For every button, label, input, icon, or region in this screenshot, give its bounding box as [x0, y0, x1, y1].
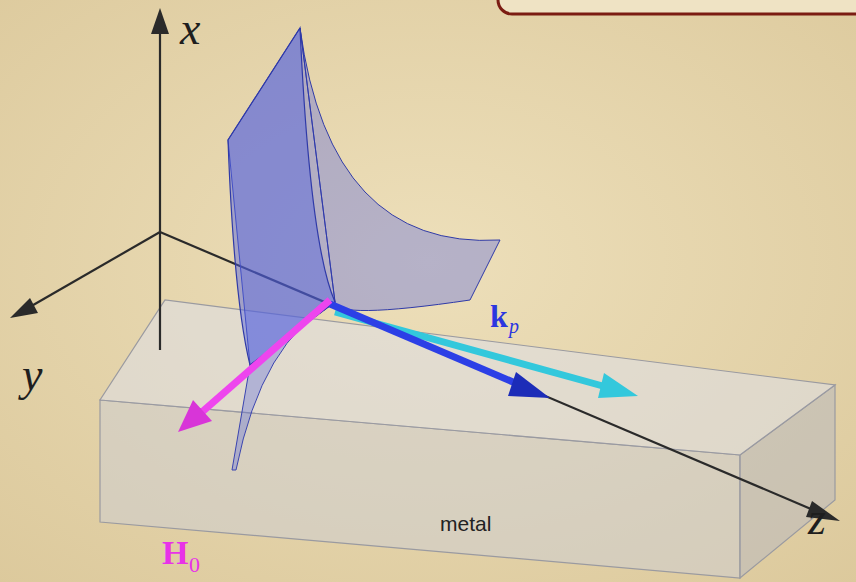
axis-label-box: y — [22, 352, 42, 398]
axis-label: x — [180, 3, 200, 54]
x-axis-head — [151, 8, 169, 34]
y-axis-head — [10, 298, 38, 318]
material-label-box: metal — [440, 513, 491, 534]
h-arrow — [202, 300, 330, 412]
axis-label-box: x — [180, 6, 200, 52]
frame-corner — [498, 0, 856, 14]
x-axis — [159, 30, 161, 350]
y-axis — [28, 232, 160, 308]
subscript: 0 — [189, 552, 200, 577]
axis-label: z — [808, 493, 826, 544]
axis-label: y — [22, 349, 42, 400]
field-plane — [228, 28, 335, 365]
k-arrow-head — [508, 372, 550, 398]
field-curve — [300, 28, 500, 311]
subscript-box: p — [509, 316, 519, 336]
field-decay-air — [228, 28, 335, 365]
subscript-box: 0 — [189, 554, 200, 576]
axis-label-box: z — [808, 496, 826, 542]
h-arrow-head — [178, 400, 212, 432]
slab-top — [100, 300, 835, 455]
vector-label-box: H — [162, 536, 188, 570]
vector-label-box: k — [490, 300, 508, 332]
material-label: metal — [440, 512, 491, 535]
vector-label: k — [490, 298, 508, 334]
cyan-arrow-head — [598, 373, 638, 398]
subscript: p — [509, 315, 519, 337]
vector-label: H — [162, 534, 188, 571]
